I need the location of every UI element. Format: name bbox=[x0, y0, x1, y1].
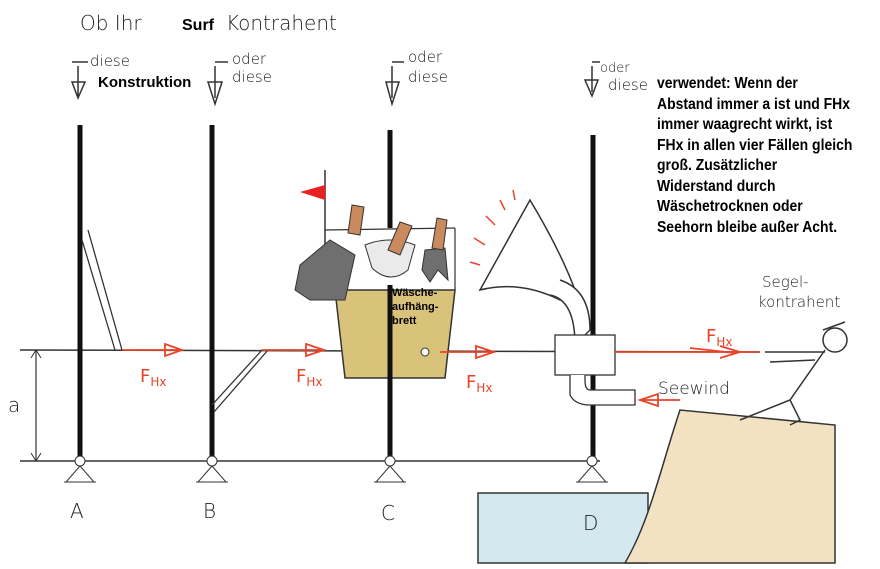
wind-label: Seewind bbox=[658, 379, 730, 399]
sea-horn bbox=[469, 189, 636, 406]
shore bbox=[623, 409, 836, 564]
board-pin bbox=[420, 347, 430, 357]
peg bbox=[387, 221, 413, 256]
opponent-label-2: kontrahent bbox=[758, 293, 840, 311]
water bbox=[477, 492, 649, 564]
heading-suffix: Kontrahent bbox=[226, 11, 337, 35]
force-arrow-b bbox=[262, 342, 327, 358]
clothesline bbox=[324, 227, 456, 231]
post-b-brace bbox=[211, 349, 269, 413]
force-label-b: FHx bbox=[296, 366, 322, 389]
svg-text:diese: diese bbox=[408, 68, 448, 86]
laundry bbox=[294, 170, 456, 301]
sock bbox=[421, 247, 449, 283]
support-d bbox=[576, 455, 608, 483]
svg-text:a: a bbox=[8, 393, 20, 417]
support-label-a: A bbox=[70, 499, 84, 523]
opponent-figure bbox=[739, 321, 848, 426]
force-arrow-d bbox=[615, 345, 760, 359]
svg-text:FHx: FHx bbox=[466, 372, 492, 395]
option-d-label: oder diese bbox=[583, 61, 648, 98]
svg-text:diese: diese bbox=[90, 52, 130, 70]
force-arrow-c bbox=[440, 344, 497, 360]
board-label-2: aufhäng- bbox=[392, 301, 439, 313]
opponent-label-1: Segel- bbox=[762, 273, 809, 291]
option-b-label: oder diese bbox=[206, 50, 272, 107]
svg-text:diese: diese bbox=[232, 68, 272, 86]
peg bbox=[347, 204, 365, 236]
force-label-d: FHx bbox=[706, 326, 732, 349]
svg-text:oder: oder bbox=[600, 61, 630, 76]
svg-text:FHx: FHx bbox=[140, 366, 166, 389]
explanation-text: verwendet: Wenn der Abstand immer a ist … bbox=[657, 75, 853, 236]
support-label-b: B bbox=[203, 499, 216, 523]
support-c bbox=[374, 455, 406, 483]
post-a-brace bbox=[81, 229, 123, 351]
peg bbox=[431, 217, 448, 251]
svg-text:Konstruktion: Konstruktion bbox=[98, 74, 191, 91]
force-arrow-a bbox=[122, 342, 185, 358]
svg-text:oder: oder bbox=[408, 48, 443, 66]
svg-text:oder: oder bbox=[232, 50, 267, 68]
option-c-label: oder diese bbox=[385, 48, 448, 107]
support-label-d: D bbox=[583, 511, 598, 535]
force-label-c: FHx bbox=[466, 372, 492, 395]
heading-prefix: Ob Ihr bbox=[80, 11, 142, 35]
force-arrows bbox=[122, 342, 760, 408]
wind-arrow bbox=[637, 392, 680, 408]
support-label-c: C bbox=[381, 501, 395, 525]
svg-text:diese: diese bbox=[608, 76, 648, 94]
support-b bbox=[196, 455, 228, 483]
board-label-3: brett bbox=[392, 315, 417, 327]
shirt bbox=[294, 239, 356, 301]
flag bbox=[300, 185, 325, 200]
svg-text:FHx: FHx bbox=[296, 366, 322, 389]
support-a bbox=[64, 455, 96, 483]
heading-typed: Surf bbox=[182, 17, 215, 34]
option-a-label: diese Konstruktion bbox=[70, 52, 191, 100]
board-label-1: Wäsche- bbox=[392, 287, 438, 299]
svg-text:FHx: FHx bbox=[706, 326, 732, 349]
force-label-a: FHx bbox=[140, 366, 166, 389]
dimension-a: a bbox=[8, 349, 42, 462]
